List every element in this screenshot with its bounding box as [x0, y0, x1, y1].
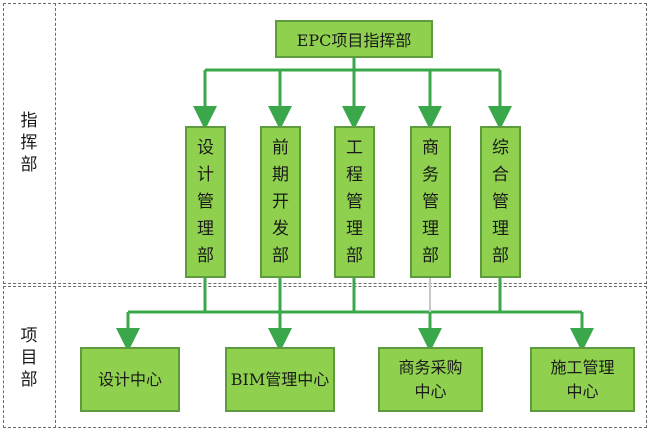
bim-management-center-node: BIM管理中心 [225, 347, 335, 412]
dept-char: 综 [492, 137, 509, 158]
business-procurement-center-node: 商务采购 中心 [378, 347, 483, 412]
dept-char: 理 [346, 218, 363, 239]
center-label-line: 中心 [414, 381, 447, 401]
center-label-line: 中心 [566, 381, 599, 401]
construction-management-center-node: 施工管理 中心 [530, 347, 635, 412]
project-zone-label-char: 项 [20, 326, 38, 346]
center-label: BIM管理中心 [230, 369, 330, 389]
dept-char: 部 [272, 245, 289, 266]
dept-char: 设 [197, 137, 214, 158]
engineering-management-dept-node: 工 程 管 理 部 [334, 126, 375, 278]
command-zone-label-char: 指 [20, 111, 38, 131]
dept-char: 管 [346, 191, 363, 212]
command-zone-label-char: 挥 [20, 133, 38, 153]
command-zone-label-char: 部 [20, 155, 38, 175]
dept-char: 管 [422, 191, 439, 212]
dept-char: 部 [346, 245, 363, 266]
command-zone-divider [55, 3, 647, 284]
dept-char: 理 [197, 218, 214, 239]
dept-char: 理 [422, 218, 439, 239]
center-label: 设计中心 [97, 369, 162, 389]
dept-char: 工 [346, 137, 363, 158]
dept-char: 前 [272, 137, 289, 158]
dept-char: 程 [346, 164, 363, 185]
dept-char: 开 [272, 191, 289, 212]
command-zone-label: 指 挥 部 [3, 110, 55, 176]
dept-char: 商 [422, 137, 439, 158]
dept-char: 务 [422, 164, 439, 185]
dept-char: 部 [197, 245, 214, 266]
command-zone [3, 3, 647, 284]
general-management-dept-node: 综 合 管 理 部 [480, 126, 521, 278]
project-zone-label-char: 部 [20, 370, 38, 390]
dept-char: 发 [272, 218, 289, 239]
dept-char: 部 [492, 245, 509, 266]
preliminary-development-dept-node: 前 期 开 发 部 [260, 126, 301, 278]
design-center-node: 设计中心 [80, 347, 180, 412]
project-zone-label: 项 目 部 [3, 325, 55, 391]
dept-char: 合 [492, 164, 509, 185]
project-zone [3, 286, 647, 428]
epc-command-node: EPC项目指挥部 [275, 20, 433, 58]
center-label-line: 商务采购 [398, 357, 463, 377]
dept-char: 期 [272, 164, 289, 185]
dept-char: 理 [492, 218, 509, 239]
project-zone-divider [55, 286, 647, 428]
business-management-dept-node: 商 务 管 理 部 [410, 126, 451, 278]
center-label-line: 施工管理 [550, 357, 615, 377]
dept-char: 计 [197, 164, 214, 185]
design-management-dept-node: 设 计 管 理 部 [185, 126, 226, 278]
dept-char: 部 [422, 245, 439, 266]
project-zone-label-char: 目 [20, 348, 38, 368]
dept-char: 管 [492, 191, 509, 212]
dept-char: 管 [197, 191, 214, 212]
